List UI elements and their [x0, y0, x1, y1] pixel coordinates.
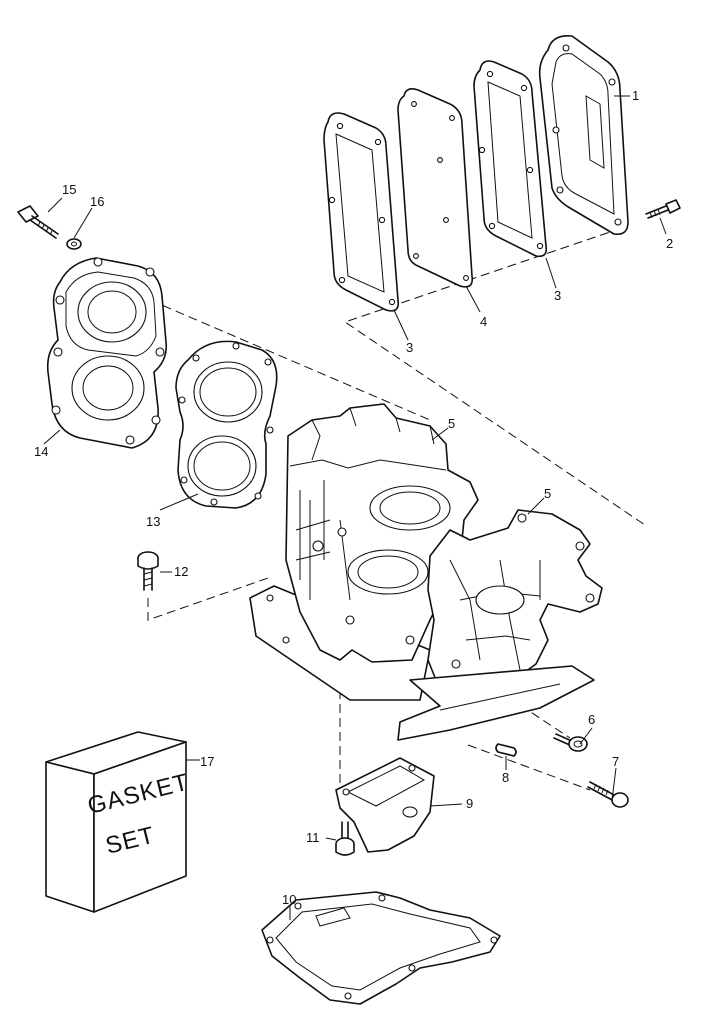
callout-12: 12 — [174, 564, 188, 579]
callout-8: 8 — [502, 770, 509, 785]
callout-9: 9 — [466, 796, 473, 811]
cover-plate-part-1 — [538, 34, 629, 236]
crankcase-half-part-5 — [427, 509, 603, 697]
callout-5b: 5 — [544, 486, 551, 501]
callout-11: 11 — [306, 830, 320, 845]
washer-part-16 — [66, 238, 82, 250]
callout-6: 6 — [588, 712, 595, 727]
alignment-dashed-lines — [147, 227, 646, 791]
bolt-part-2 — [645, 199, 681, 219]
dowel-pin-part-8 — [495, 743, 517, 757]
callout-10: 10 — [282, 892, 296, 907]
callout-4: 4 — [480, 314, 487, 329]
screw-part-6 — [553, 733, 588, 752]
callout-2: 2 — [666, 236, 673, 251]
callout-leader-lines — [43, 95, 667, 920]
callout-numbers: 1 2 3 3 4 5 5 6 7 8 9 10 11 12 13 14 15 … — [34, 88, 673, 907]
housing-part-9 — [335, 757, 435, 853]
callout-3a: 3 — [554, 288, 561, 303]
plate-part-4 — [397, 88, 474, 288]
bolt-part-7 — [587, 781, 629, 808]
callout-13: 13 — [146, 514, 160, 529]
gasket-part-3-front — [323, 112, 400, 312]
base-gasket-part-10 — [261, 891, 501, 1005]
callout-14: 14 — [34, 444, 48, 459]
callout-16: 16 — [90, 194, 104, 209]
bolt-part-12 — [137, 551, 159, 591]
gasket-part-3-rear — [473, 60, 548, 258]
screw-part-11 — [335, 821, 355, 856]
callout-1: 1 — [632, 88, 639, 103]
callout-3b: 3 — [406, 340, 413, 355]
head-bolt-part-15 — [17, 205, 59, 239]
callout-15: 15 — [62, 182, 76, 197]
crankcase-lower-flange — [397, 665, 595, 741]
callout-7: 7 — [612, 754, 619, 769]
callout-17: 17 — [200, 754, 214, 769]
head-gasket-part-13 — [175, 340, 278, 509]
cylinder-head-part-14 — [46, 257, 168, 449]
callout-5a: 5 — [448, 416, 455, 431]
gasket-set-box-part-17: GASKET SET — [45, 731, 192, 913]
